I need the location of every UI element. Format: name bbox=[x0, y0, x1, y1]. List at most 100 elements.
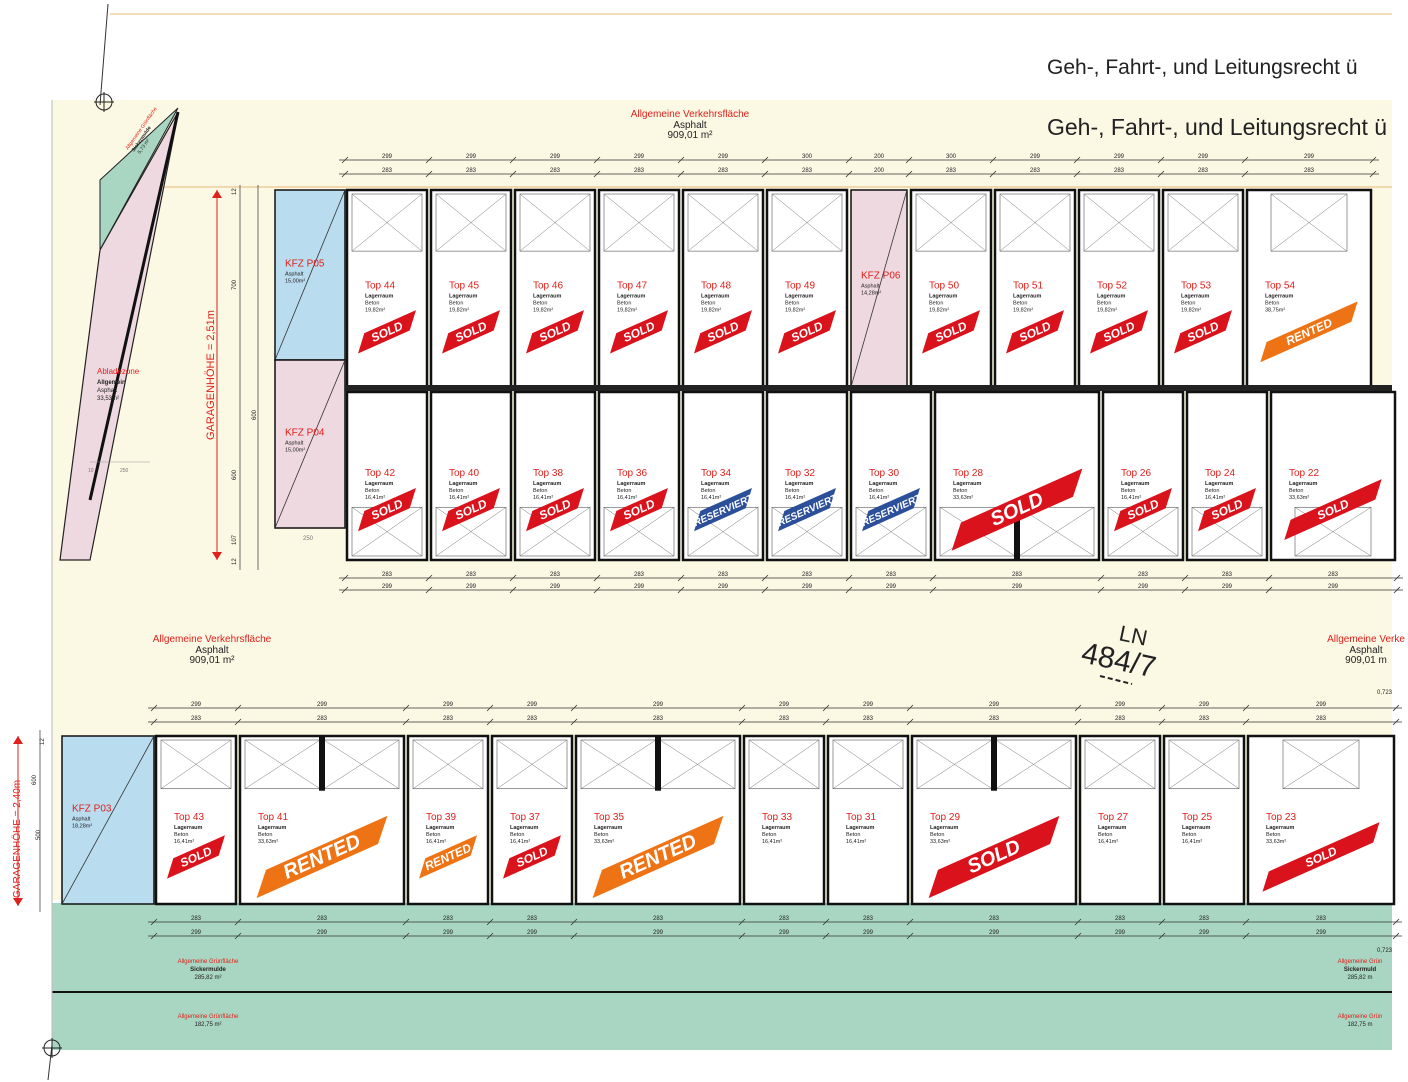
unit-size: 33,63m² bbox=[1289, 495, 1309, 501]
dim-top-inner-tick bbox=[761, 170, 769, 178]
dim-mid-outer-value: 299 bbox=[1138, 584, 1149, 590]
door-box bbox=[1282, 739, 1360, 790]
dim-mid-outer-tick bbox=[509, 586, 517, 594]
unit-type: Lagerraum bbox=[929, 294, 958, 300]
row-divider bbox=[345, 385, 1392, 391]
unit-name: Top 43 bbox=[174, 812, 204, 823]
status-badge-shape bbox=[526, 487, 584, 532]
height-dim-arrow bbox=[212, 552, 222, 560]
green-bottom-left-title: Allgemeine Grünfläche bbox=[178, 959, 239, 965]
dim-top-inner-tick bbox=[1369, 170, 1377, 178]
door-box bbox=[1083, 193, 1155, 252]
dim-mid-outer-tick bbox=[845, 586, 853, 594]
dim-mid-inner-tick bbox=[1265, 574, 1273, 582]
dim-top-inner-tick bbox=[1073, 170, 1081, 178]
dim-top-outer-value: 299 bbox=[1304, 154, 1315, 160]
abladezone-surface: Asphalt bbox=[97, 388, 117, 394]
dim-bottom-outer-tick bbox=[570, 932, 578, 940]
dim-top-outer-tick bbox=[1157, 156, 1165, 164]
dim-top-outer-tick bbox=[341, 156, 349, 164]
status-badge-shape bbox=[526, 310, 584, 354]
dim-bottom-outer-value: 299 bbox=[1199, 930, 1210, 936]
dim-low-inner-value: 283 bbox=[317, 716, 328, 722]
door-cross bbox=[519, 507, 591, 557]
dim-bottom-outer-value: 299 bbox=[443, 930, 454, 936]
dim-top-outer-tick bbox=[509, 156, 517, 164]
dim-bottom-outer-tick bbox=[150, 932, 158, 940]
unit-material: Beton bbox=[1181, 301, 1195, 307]
height-dim-arrow bbox=[13, 898, 23, 906]
dim-mid-outer-tick bbox=[341, 586, 349, 594]
dim-low-inner-value: 283 bbox=[779, 716, 790, 722]
dim-low-outer-value: 299 bbox=[317, 702, 328, 708]
parking-surface: Asphalt bbox=[72, 817, 91, 823]
door-cross bbox=[435, 193, 507, 252]
unit-size: 19,82m² bbox=[365, 308, 385, 314]
unit-type: Lagerraum bbox=[785, 481, 814, 487]
dim-low-outer-value: 299 bbox=[191, 702, 202, 708]
green-area bbox=[52, 903, 1392, 1050]
door-box bbox=[496, 739, 568, 790]
dim-top-inner-value: 283 bbox=[946, 168, 957, 174]
status-badge-shape bbox=[778, 487, 836, 532]
dim-top-inner-tick bbox=[509, 170, 517, 178]
parking-name: KFZ P03 bbox=[72, 804, 112, 815]
dim-mid-inner-tick bbox=[1393, 574, 1401, 582]
unit-name: Top 41 bbox=[258, 812, 288, 823]
dim-bottom-inner-value: 283 bbox=[1199, 916, 1210, 922]
vertical-dim: 600 bbox=[252, 409, 258, 420]
dim-bottom-inner-tick bbox=[486, 918, 494, 926]
parking-name: KFZ P06 bbox=[861, 271, 901, 282]
dim-mid-inner-value: 283 bbox=[466, 572, 477, 578]
dim-mid-inner-value: 283 bbox=[382, 572, 393, 578]
vertical-dim: 700 bbox=[232, 279, 238, 290]
dim-bottom-inner-tick bbox=[570, 918, 578, 926]
unit-material: Beton bbox=[953, 488, 967, 494]
dim-mid-outer-value: 299 bbox=[718, 584, 729, 590]
unit-size: 16,41m² bbox=[785, 495, 805, 501]
dim-low-inner-tick bbox=[1074, 718, 1082, 726]
unit-name: Top 51 bbox=[1013, 281, 1043, 292]
dim-mid-inner-tick bbox=[677, 574, 685, 582]
door-cross bbox=[1294, 507, 1372, 557]
vertical-dim: 12 bbox=[232, 558, 238, 565]
door-cross bbox=[580, 739, 657, 789]
dim-bottom-inner-tick bbox=[1242, 918, 1250, 926]
dim-bottom-outer-tick bbox=[1158, 932, 1166, 940]
dim-low-outer-tick bbox=[1242, 704, 1250, 712]
unit-name: Top 26 bbox=[1121, 468, 1151, 479]
dim-top-inner-tick bbox=[425, 170, 433, 178]
dim-low-inner-tick bbox=[486, 718, 494, 726]
unit-size: 19,82m² bbox=[1013, 308, 1033, 314]
unit-name: Top 28 bbox=[953, 468, 983, 479]
status-badge-shape bbox=[610, 310, 668, 354]
dim-low-inner-value: 283 bbox=[989, 716, 1000, 722]
door-cross bbox=[1270, 193, 1348, 252]
dim-mid-outer-tick bbox=[425, 586, 433, 594]
unit-type: Lagerraum bbox=[1181, 294, 1210, 300]
dim-low-inner-tick bbox=[234, 718, 242, 726]
status-badge-shape bbox=[610, 487, 668, 532]
zone-wall bbox=[88, 111, 180, 501]
green-bottom-right-title: Allgemeine Grün bbox=[1338, 959, 1383, 965]
dim-bottom-outer-tick bbox=[1074, 932, 1082, 940]
vertical-dim: 12 bbox=[40, 738, 46, 745]
unit-type: Lagerraum bbox=[1182, 825, 1211, 831]
dim-top-outer-tick bbox=[905, 156, 913, 164]
status-badge-shape bbox=[358, 487, 416, 532]
door-cross bbox=[351, 507, 423, 557]
parcel-underline bbox=[1099, 675, 1133, 685]
unit-name: Top 29 bbox=[930, 812, 960, 823]
status-badge-shape bbox=[951, 468, 1083, 551]
door-cross bbox=[351, 193, 423, 252]
door-cross bbox=[1191, 507, 1263, 557]
unit-name: Top 27 bbox=[1098, 812, 1128, 823]
unit-material: Beton bbox=[1098, 832, 1112, 838]
dim-top-outer-value: 299 bbox=[466, 154, 477, 160]
